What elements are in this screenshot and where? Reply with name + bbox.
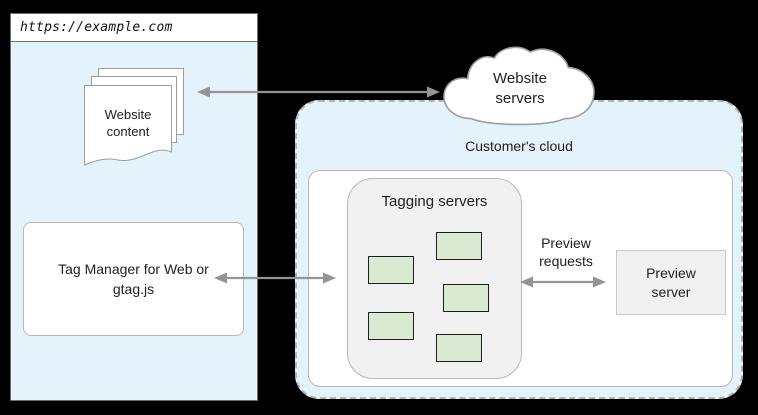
arrow-tagmanager-tagging [214, 272, 336, 284]
website-servers-label-wrap: Website servers [441, 69, 599, 109]
tagging-servers-box: Tagging servers [347, 178, 522, 379]
servers-panel: Tagging servers Preview requests Preview… [308, 170, 733, 387]
website-servers-cloud [443, 46, 595, 126]
server-icon [436, 232, 482, 260]
browser-titlebar: https://example.com [11, 14, 257, 42]
tagging-servers-title: Tagging servers [381, 193, 488, 210]
preview-requests-label: Preview requests [539, 235, 593, 269]
server-icon [368, 256, 414, 284]
preview-server-box: Preview server [616, 250, 726, 315]
server-icon [436, 334, 482, 362]
customer-cloud-container: Customer's cloud Tagging servers Preview… [295, 100, 743, 399]
server-icon [368, 312, 414, 340]
browser-url: https://example.com [20, 20, 173, 35]
tag-manager-box: Tag Manager for Web or gtag.js [23, 222, 244, 336]
document-stack-icon [84, 68, 184, 166]
preview-server-label: Preview server [646, 264, 696, 300]
tag-manager-label: Tag Manager for Web or gtag.js [58, 261, 209, 297]
website-servers-label: Website servers [493, 70, 547, 107]
website-content-label: Website content [104, 107, 152, 139]
server-icon [443, 284, 489, 312]
customer-cloud-label: Customer's cloud [465, 138, 573, 154]
arrow-tagging-preview [520, 276, 606, 288]
arrow-browser-website-servers [197, 86, 440, 98]
